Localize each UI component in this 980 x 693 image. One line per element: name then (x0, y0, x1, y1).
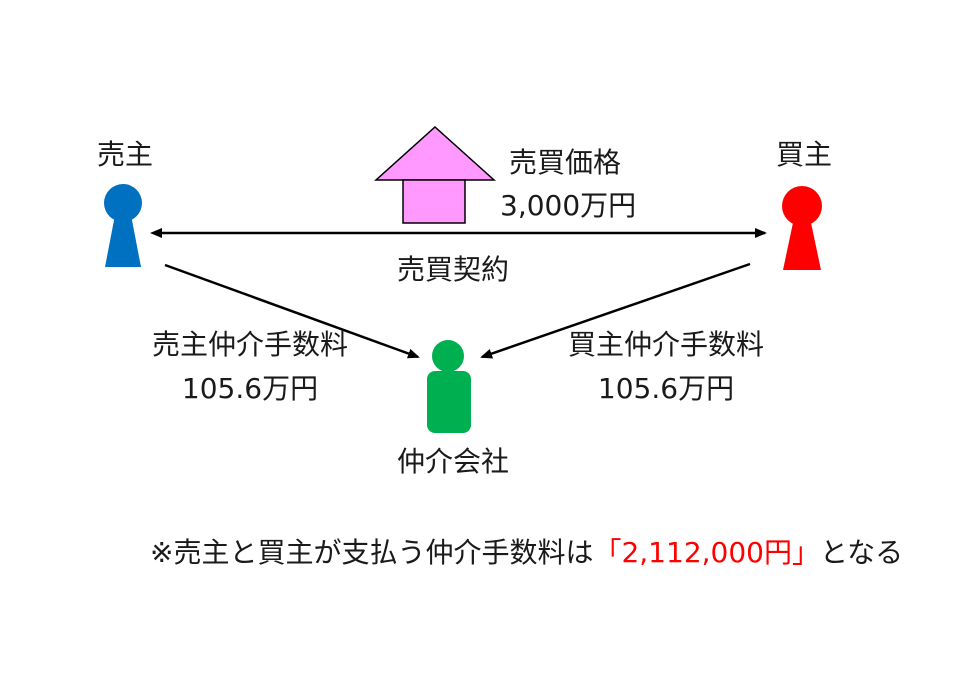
seller-fee-label: 売主仲介手数料 (151, 328, 348, 361)
agent-person-icon (427, 340, 471, 433)
buyer-fee-arrow (480, 262, 751, 359)
buyer-person-icon (782, 186, 822, 270)
buyer-label: 買主 (776, 138, 833, 171)
seller-label: 売主 (97, 138, 154, 171)
seller-fee-amount: 105.6万円 (181, 372, 319, 405)
seller-person-icon (104, 184, 142, 267)
note-total-amount: 「2,112,000円」 (593, 536, 820, 569)
agent-label: 仲介会社 (396, 445, 509, 478)
buyer-fee-label: 買主仲介手数料 (567, 328, 764, 361)
sale-price-amount: 3,000万円 (500, 189, 637, 222)
sale-price-label: 売買価格 (508, 146, 621, 179)
seller-fee-arrow (164, 263, 420, 359)
house-icon (374, 125, 496, 224)
buyer-fee-amount: 105.6万円 (597, 372, 735, 405)
fee-total-note: ※売主と買主が支払う仲介手数料は「2,112,000円」となる (150, 533, 903, 573)
contract-label: 売買契約 (396, 253, 509, 286)
note-prefix: ※売主と買主が支払う仲介手数料は (150, 536, 594, 569)
note-suffix: となる (819, 536, 904, 569)
